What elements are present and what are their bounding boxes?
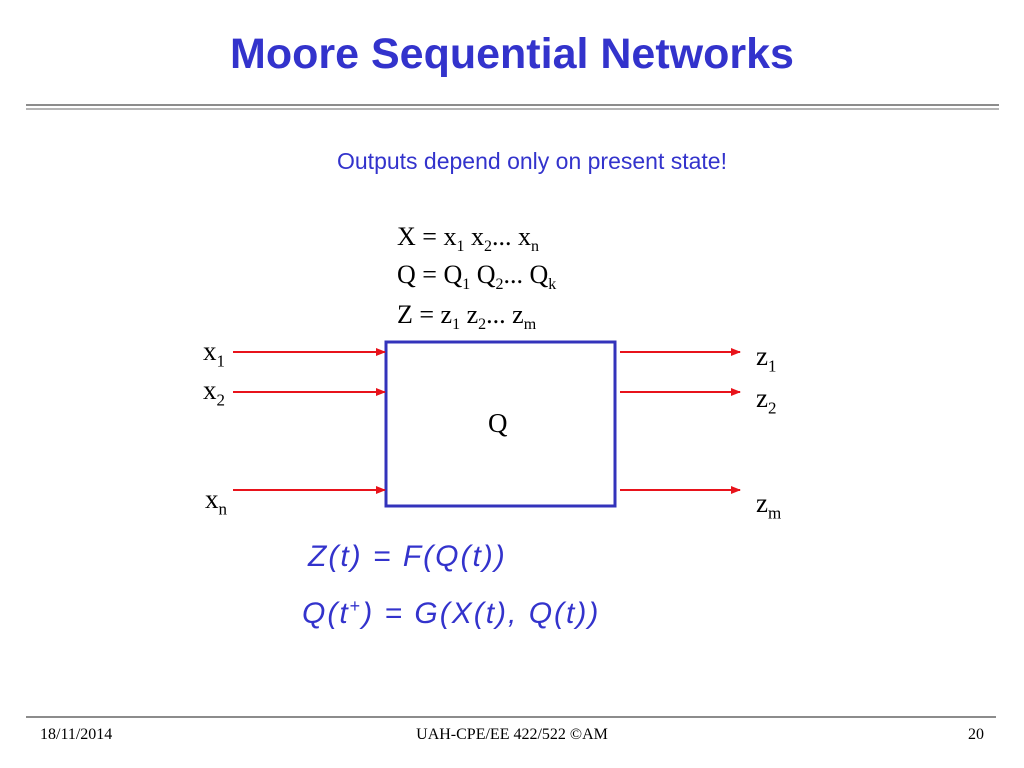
slide-subtitle: Outputs depend only on present state! (337, 148, 727, 174)
output-equation: Z(t) = F(Q(t)) (308, 540, 507, 573)
input-label-x1: x1 (203, 336, 225, 371)
title-divider (26, 104, 999, 106)
state-block (384, 340, 617, 508)
output-label-zm: zm (756, 488, 782, 523)
output-label-z1: z1 (756, 341, 777, 376)
footer-divider (26, 716, 996, 718)
slide-title: Moore Sequential Networks (230, 30, 794, 78)
state-block-label: Q (488, 408, 508, 438)
input-label-x2: x2 (203, 375, 225, 410)
title-divider-shadow (26, 108, 999, 110)
input-label-xn: xn (205, 484, 227, 519)
definition-q: Q = Q1 Q2... Qk (397, 260, 557, 294)
footer-course: UAH-CPE/EE 422/522 ©AM (416, 726, 608, 743)
next-state-equation: Q(t+) = G(X(t), Q(t)) (302, 596, 601, 630)
output-label-z2: z2 (756, 383, 777, 418)
footer-date: 18/11/2014 (40, 726, 113, 743)
footer-page-number: 20 (968, 726, 984, 743)
definition-z: Z = z1 z2... zm (397, 300, 537, 334)
definition-x: X = x1 x2... xn (397, 222, 539, 256)
